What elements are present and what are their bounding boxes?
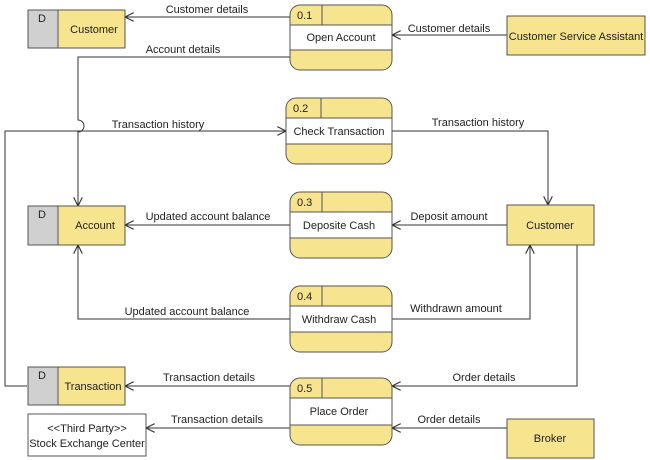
flow-label: Transaction details: [163, 372, 255, 384]
flows: [4, 17, 578, 428]
process-name: Place Order: [310, 406, 369, 418]
store-name: Customer: [70, 24, 118, 36]
process-check-transaction[interactable]: 0.2 Check Transaction: [285, 97, 393, 165]
flow-label: Updated account balance: [146, 211, 271, 223]
process-name: Withdraw Cash: [302, 314, 377, 326]
entity-box: [506, 418, 595, 459]
data-store-account[interactable]: D Account: [27, 205, 126, 246]
process-outline: [289, 191, 393, 259]
process-name: Check Transaction: [293, 126, 384, 138]
data-store-customer[interactable]: D Customer: [27, 9, 126, 49]
flow-label: Order details: [453, 372, 516, 384]
entity-customer-service-assistant[interactable]: Customer Service Assistant: [506, 15, 646, 56]
store-id: D: [38, 370, 46, 382]
process-header-band: [290, 5, 392, 25]
process-id: 0.3: [297, 197, 312, 209]
process-header-band: [290, 192, 392, 212]
process-footer-band: [286, 144, 392, 164]
flow-labels: Customer details Customer details Accoun…: [112, 4, 525, 426]
process-footer-band: [290, 50, 392, 70]
flow-label: Account details: [146, 44, 221, 56]
process-place-order[interactable]: 0.5 Place Order: [289, 377, 393, 446]
store-name: Account: [75, 220, 115, 232]
entity-name: Stock Exchange Center: [29, 438, 145, 450]
entity-name: Customer Service Assistant: [509, 31, 644, 43]
data-store-transaction[interactable]: D Transaction: [27, 366, 126, 406]
process-outline: [289, 377, 393, 446]
entity-stereotype: <<Third Party>>: [47, 423, 127, 435]
store-name: Transaction: [64, 381, 121, 393]
flow-check-transaction-to-customer: [392, 130, 548, 205]
store-id-cell: [27, 9, 59, 49]
process-header-band: [290, 378, 392, 398]
entity-box: [506, 204, 595, 246]
flow-label: Customer details: [408, 23, 491, 35]
store-id-cell: [27, 205, 59, 246]
process-outline: [289, 4, 393, 71]
store-id-cell: [27, 366, 59, 406]
entity-broker[interactable]: Broker: [506, 418, 595, 459]
flow-transaction-store-to-check-transaction: [4, 131, 286, 387]
process-deposit-cash[interactable]: 0.3 Deposite Cash: [289, 191, 393, 259]
store-id: D: [38, 13, 46, 25]
entity-stock-exchange-center[interactable]: <<Third Party>> Stock Exchange Center: [27, 413, 147, 457]
flow-label: Transaction history: [112, 119, 205, 131]
entity-name: Broker: [534, 433, 567, 445]
process-footer-band: [290, 425, 392, 445]
flow-label: Order details: [418, 414, 481, 426]
process-footer-band: [290, 332, 392, 352]
process-withdraw-cash[interactable]: 0.4 Withdraw Cash: [289, 285, 393, 353]
flow-label: Withdrawn amount: [410, 303, 502, 315]
flow-label: Transaction history: [432, 117, 525, 129]
entity-customer[interactable]: Customer: [506, 204, 595, 246]
process-id: 0.5: [297, 383, 312, 395]
process-id: 0.2: [293, 103, 308, 115]
process-footer-band: [290, 238, 392, 258]
process-id: 0.1: [297, 10, 312, 22]
process-outline: [289, 285, 393, 353]
flow-withdraw-to-customer: [392, 245, 530, 320]
store-id: D: [38, 209, 46, 221]
flow-open-account-to-account-store: [78, 56, 290, 206]
process-name: Open Account: [306, 32, 375, 44]
flow-withdraw-to-account-store: [78, 245, 290, 320]
process-open-account[interactable]: 0.1 Open Account: [289, 4, 393, 71]
process-name: Deposite Cash: [303, 220, 375, 232]
flow-label: Customer details: [166, 4, 249, 16]
process-id: 0.4: [297, 291, 312, 303]
entity-name: Customer: [526, 220, 574, 232]
flow-customer-to-place-order: [392, 245, 578, 386]
entity-box: [506, 15, 646, 56]
process-header-band: [286, 98, 392, 118]
process-outline: [285, 97, 393, 165]
process-header-band: [290, 286, 392, 306]
flow-label: Updated account balance: [125, 306, 250, 318]
entity-box: [27, 413, 147, 457]
flow-label: Transaction details: [171, 414, 263, 426]
flow-label: Deposit amount: [410, 211, 487, 223]
